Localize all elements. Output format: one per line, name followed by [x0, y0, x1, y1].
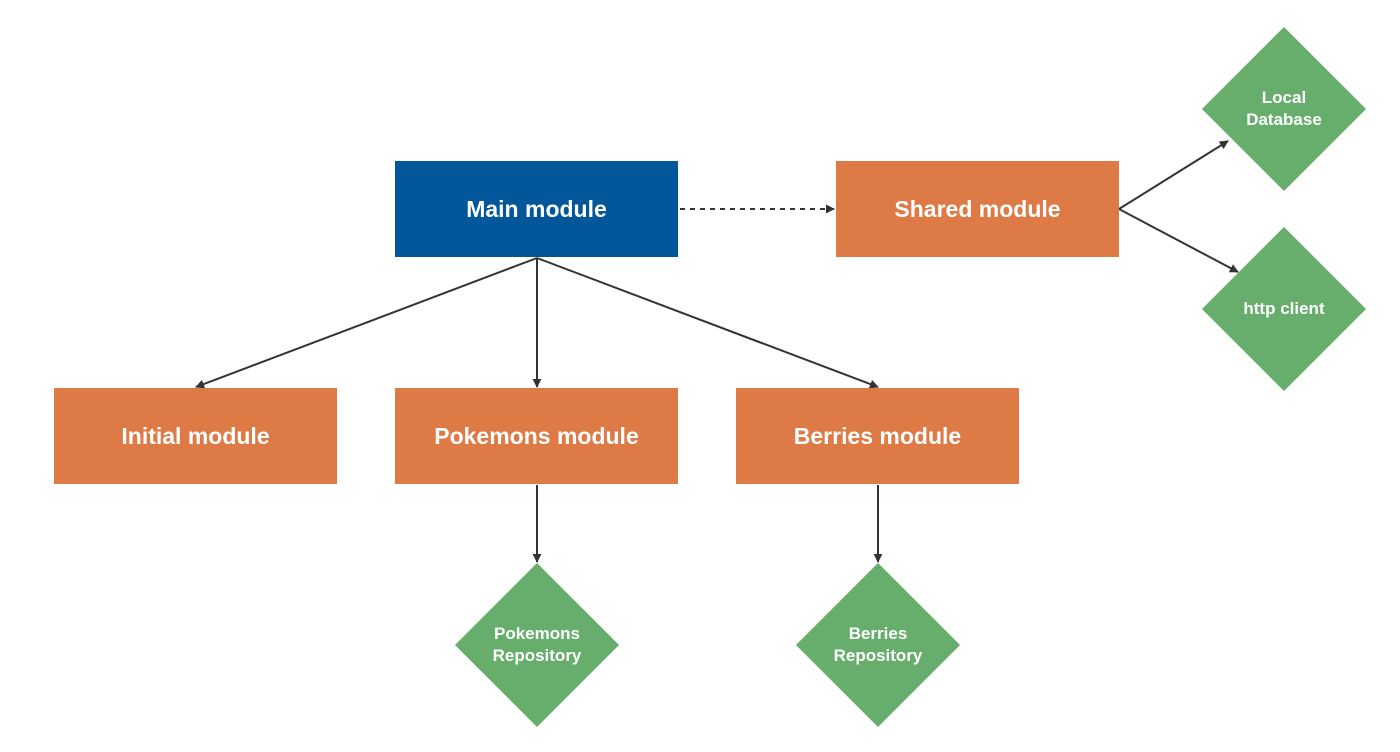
initial-module-box: Initial module: [54, 388, 337, 484]
berries-repository-diamond: Berries Repository: [795, 562, 961, 728]
pokemons-module-box: Pokemons module: [395, 388, 678, 484]
local-database-label: Local Database: [1246, 88, 1322, 129]
edge-main-to-berries: [536, 257, 879, 389]
berries-module-box: Berries module: [736, 388, 1019, 484]
initial-module-label: Initial module: [121, 422, 270, 449]
local-database-diamond: Local Database: [1201, 26, 1367, 192]
main-module-label: Main module: [466, 195, 607, 222]
pokemons-repository-diamond: Pokemons Repository: [454, 562, 620, 728]
berries-module-label: Berries module: [793, 422, 962, 449]
main-module-box: Main module: [395, 161, 678, 257]
pokemons-module-label: Pokemons module: [434, 422, 639, 449]
pokemons-repository-label: Pokemons Repository: [492, 624, 582, 665]
shared-module-label: Shared module: [894, 195, 1061, 222]
edge-main-to-initial: [195, 257, 538, 389]
berries-repository-label: Berries Repository: [833, 624, 923, 665]
edge-shared-to-local-db: [1118, 140, 1229, 210]
http-client-label: http client: [1243, 299, 1325, 318]
edge-shared-to-http-client: [1118, 208, 1239, 273]
http-client-diamond: http client: [1201, 226, 1367, 392]
shared-module-box: Shared module: [836, 161, 1119, 257]
